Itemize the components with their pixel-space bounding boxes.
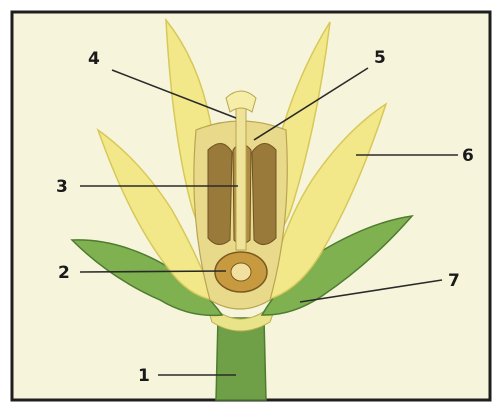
label-7: 7 (448, 271, 460, 291)
ovule (231, 263, 251, 281)
label-5: 5 (374, 48, 386, 68)
style (236, 100, 246, 250)
label-4: 4 (88, 49, 100, 69)
label-3: 3 (56, 177, 68, 197)
label-1: 1 (138, 366, 150, 386)
anther-right (252, 143, 276, 244)
leader-line-2 (80, 271, 226, 272)
label-2: 2 (58, 263, 70, 283)
label-6: 6 (462, 146, 474, 166)
anther-left (208, 143, 232, 244)
